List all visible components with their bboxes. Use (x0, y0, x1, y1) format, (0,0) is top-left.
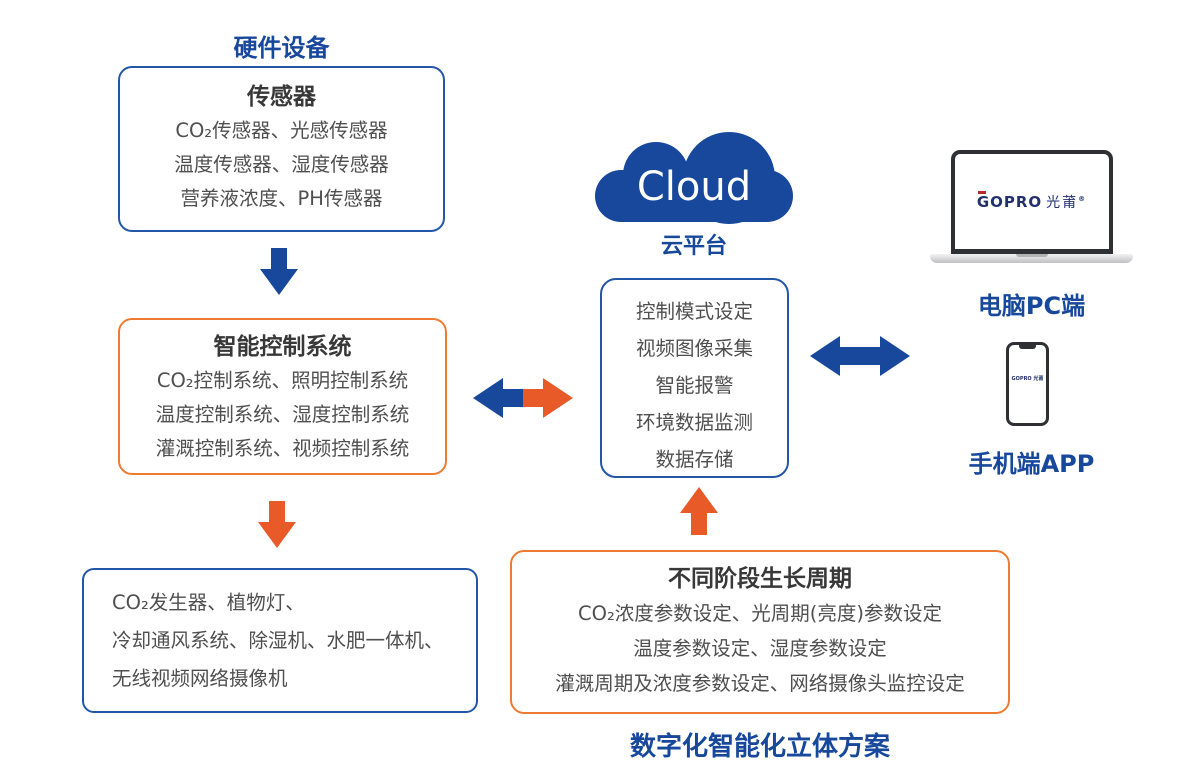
phone-client-label: 手机端APP (968, 450, 1095, 478)
platform-functions-box: 控制模式设定 视频图像采集 智能报警 环境数据监测 数据存储 (600, 278, 789, 478)
sensor-box-title: 传感器 (247, 84, 316, 110)
control-system-line: 灌溉控制系统、视频控制系统 (155, 437, 410, 460)
devices-line: CO₂发生器、植物灯、 (112, 591, 305, 614)
control-system-box: 智能控制系统 CO₂控制系统、照明控制系统 温度控制系统、湿度控制系统 灌溉控制… (118, 318, 447, 475)
cloud-platform-label: 云平台 (660, 234, 727, 259)
control-system-line: 温度控制系统、湿度控制系统 (155, 403, 410, 426)
logo-brand: GOPRO (976, 192, 1043, 211)
sensor-box-line: CO₂传感器、光感传感器 (175, 119, 388, 142)
control-system-line: CO₂控制系统、照明控制系统 (156, 369, 409, 392)
solution-label: 数字化智能化立体方案 (629, 732, 890, 762)
down-arrow-icon (260, 248, 298, 295)
left-right-arrow-icon (810, 336, 910, 376)
growth-cycle-box-title: 不同阶段生长周期 (668, 566, 852, 592)
up-arrow-icon (680, 487, 718, 535)
platform-line: 环境数据监测 (635, 411, 753, 434)
platform-line: 智能报警 (655, 374, 734, 397)
platform-line: 数据存储 (655, 448, 734, 471)
sensor-box: 传感器 CO₂传感器、光感传感器 温度传感器、湿度传感器 营养液浓度、PH传感器 (118, 66, 445, 232)
growth-cycle-line: 温度参数设定、湿度参数设定 (633, 637, 887, 660)
platform-line: 视频图像采集 (635, 337, 753, 360)
devices-box: CO₂发生器、植物灯、 冷却通风系统、除湿机、水肥一体机、 无线视频网络摄像机 (82, 568, 478, 713)
left-right-arrow-bicolor-icon (473, 378, 573, 418)
growth-cycle-box: 不同阶段生长周期 CO₂浓度参数设定、光周期(亮度)参数设定 温度参数设定、湿度… (510, 550, 1010, 714)
devices-line: 无线视频网络摄像机 (112, 667, 288, 690)
growth-cycle-line: CO₂浓度参数设定、光周期(亮度)参数设定 (578, 602, 942, 625)
growth-cycle-line: 灌溉周期及浓度参数设定、网络摄像头监控设定 (555, 672, 965, 695)
logo-red-accent (977, 190, 986, 194)
sensor-box-line: 营养液浓度、PH传感器 (180, 187, 383, 210)
cloud-base (595, 170, 793, 222)
smartphone-icon: GOPRO 光莆 (1006, 342, 1049, 426)
laptop-base (930, 254, 1133, 263)
down-arrow-icon (258, 501, 296, 548)
hardware-section-label: 硬件设备 (233, 34, 330, 62)
gopro-logo-small: GOPRO 光莆 (1009, 375, 1046, 382)
registered-mark: ® (1078, 194, 1087, 203)
devices-line: 冷却通风系统、除湿机、水肥一体机、 (112, 629, 444, 652)
phone-notch (1019, 345, 1036, 349)
logo-chinese: 光莆 (1046, 194, 1079, 211)
cloud-title: Cloud (636, 164, 752, 210)
pc-client-label: 电脑PC端 (977, 292, 1086, 320)
sensor-box-line: 温度传感器、湿度传感器 (174, 153, 389, 176)
control-system-box-title: 智能控制系统 (213, 334, 352, 360)
cloud-icon: Cloud (595, 132, 793, 224)
logo-chinese: 光莆 (1033, 376, 1044, 382)
platform-line: 控制模式设定 (635, 300, 753, 323)
logo-brand: GOPRO (1011, 376, 1032, 382)
